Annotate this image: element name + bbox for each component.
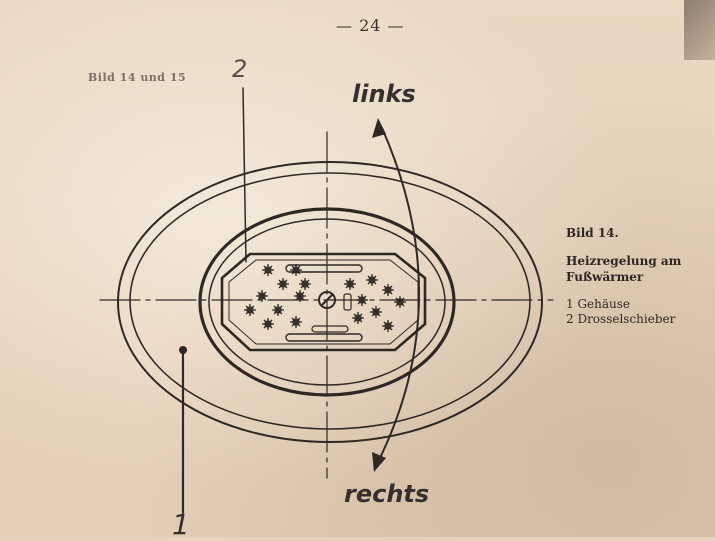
rotation-arc xyxy=(377,127,420,463)
corner-tape xyxy=(684,0,715,60)
star-hole xyxy=(344,278,356,290)
star-hole xyxy=(382,320,394,332)
figure-reference: Bild 14 und 15 xyxy=(88,71,187,84)
page-number: — 24 — xyxy=(336,16,405,35)
star-hole xyxy=(290,316,302,328)
star-hole xyxy=(370,306,382,318)
star-hole xyxy=(290,264,302,276)
star-hole xyxy=(352,312,364,324)
star-hole xyxy=(394,296,406,308)
arrow-head-links xyxy=(372,118,386,138)
slot-mid-left xyxy=(311,325,349,333)
arrow-head-rechts xyxy=(372,452,386,472)
caption-title: Bild 14. xyxy=(566,226,619,240)
star-hole xyxy=(356,294,368,306)
slot-small-right xyxy=(343,293,352,311)
housing-dot xyxy=(179,346,187,354)
label-rechts: rechts xyxy=(344,480,430,508)
slot-top xyxy=(285,264,363,273)
star-hole xyxy=(294,290,306,302)
star-hole xyxy=(244,304,256,316)
figure-caption: Bild 14. Heizregelung am Fußwärmer 1 Geh… xyxy=(566,226,706,327)
throttle-slider-frame xyxy=(220,252,427,352)
housing-outer-ellipse xyxy=(117,161,543,443)
star-hole xyxy=(366,274,378,286)
legend-item-1: 1 Gehäuse xyxy=(566,297,631,311)
center-screw xyxy=(318,291,336,309)
throttle-slider-inner xyxy=(228,259,419,345)
star-hole xyxy=(256,290,268,302)
label-links: links xyxy=(352,80,416,108)
caption-subtitle: Heizregelung am Fußwärmer xyxy=(566,254,682,284)
housing-inner-ellipse xyxy=(129,172,531,430)
star-hole xyxy=(277,278,289,290)
part-number-1: 1 xyxy=(172,508,190,541)
star-hole xyxy=(262,264,274,276)
star-hole xyxy=(262,318,274,330)
star-hole xyxy=(382,284,394,296)
legend-item-2: 2 Drosselschieber xyxy=(566,312,676,326)
leader-line-2 xyxy=(242,87,247,263)
part-number-2: 2 xyxy=(232,55,248,83)
star-hole xyxy=(272,304,284,316)
star-hole xyxy=(299,278,311,290)
slot-bottom xyxy=(285,333,363,342)
